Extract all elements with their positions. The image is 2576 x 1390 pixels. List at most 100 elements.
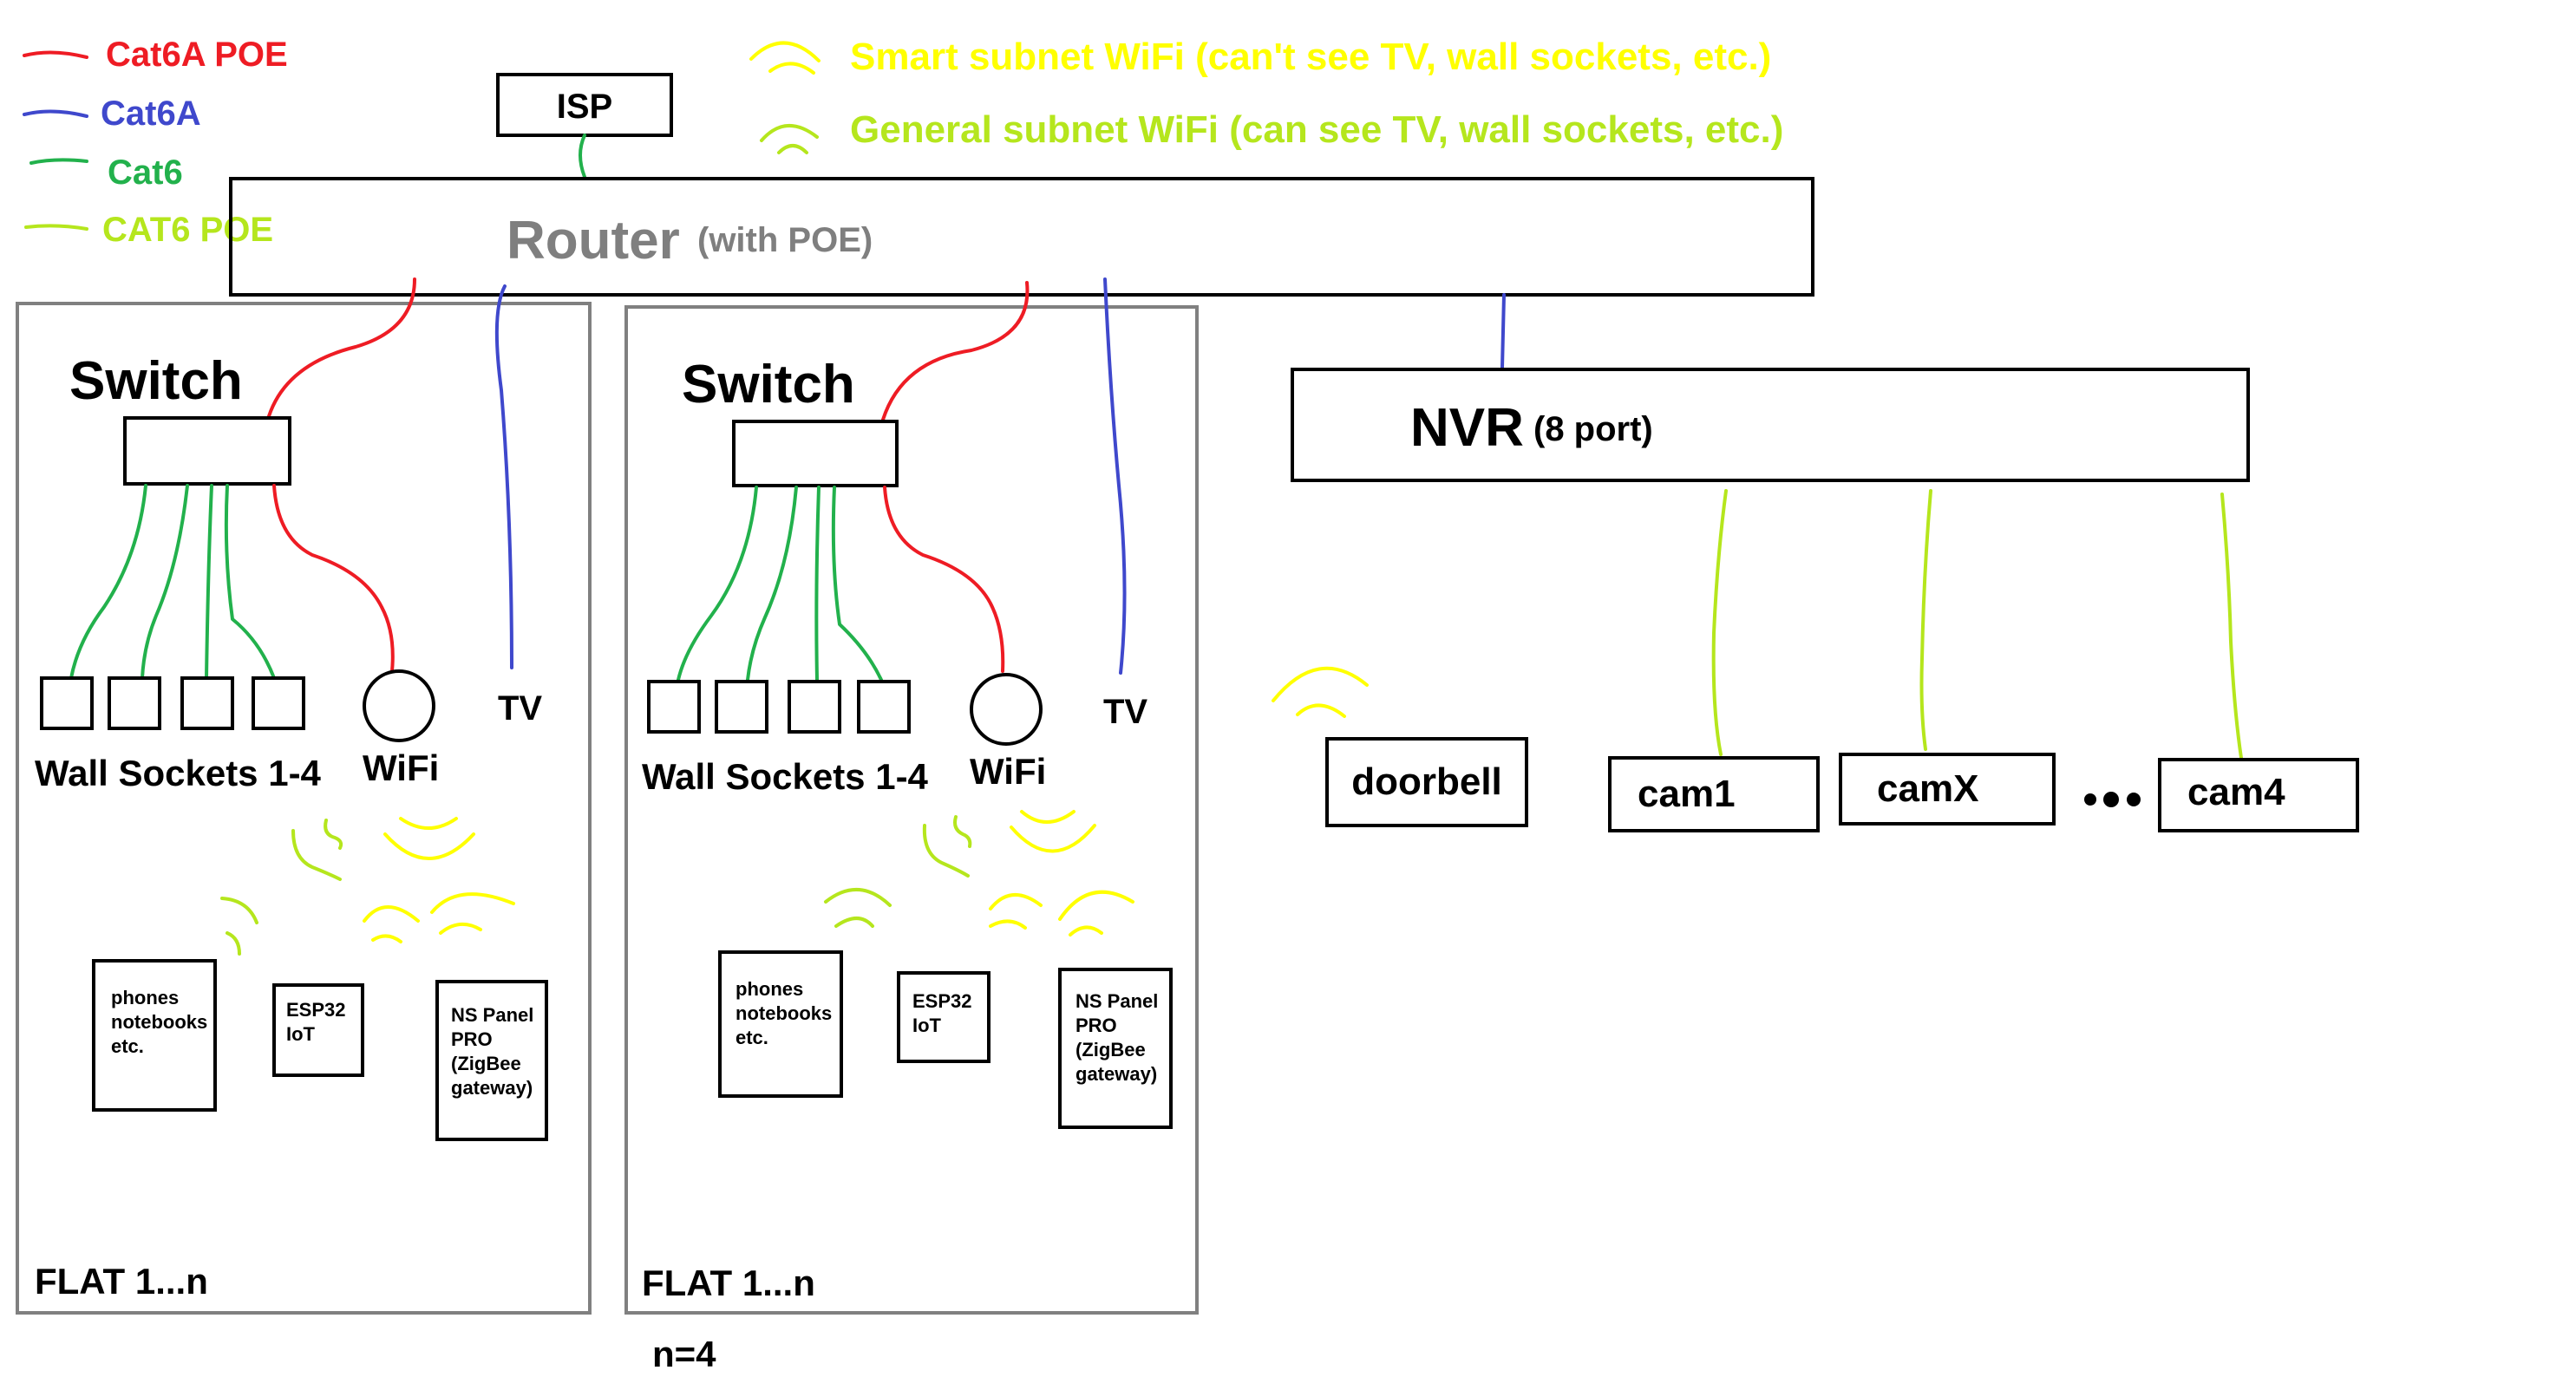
- legend-line-cat6a: [23, 109, 88, 118]
- switch-wifi-cable-2: [883, 486, 1005, 673]
- nvr-sub-label: (8 port): [1533, 410, 1653, 448]
- device-text-phones-1-line2: notebooks: [111, 1011, 207, 1033]
- tv-label-1: TV: [498, 689, 542, 728]
- device-box-phones-1: [92, 959, 217, 1112]
- device-text-nspanel-1-line3: (ZigBee: [451, 1053, 521, 1074]
- device-text-phones-1-line1: phones: [111, 987, 179, 1008]
- cam1-label: cam1: [1638, 773, 1736, 815]
- wifi-signal-icons-1: [220, 817, 515, 956]
- router-tv-cable-2: [1103, 277, 1127, 675]
- device-text-phones-2-line3: etc.: [736, 1027, 768, 1048]
- device-text-nspanel-1-line1: NS Panel: [451, 1004, 533, 1026]
- camx-label: camX: [1877, 767, 1978, 810]
- wall-socket-1-1: [40, 676, 94, 730]
- nvr-cam4-cable: [2220, 493, 2243, 760]
- flat-title-2: FLAT 1...n: [642, 1263, 815, 1303]
- switch-box-1: [123, 416, 291, 486]
- flat-2-frame: [624, 305, 1199, 1315]
- cat6-cable-2d: [831, 486, 883, 682]
- wifi-label-1: WiFi: [363, 747, 439, 788]
- n-label: n=4: [652, 1334, 716, 1374]
- device-text-nspanel-2-line1: NS Panel: [1076, 990, 1158, 1012]
- device-text-esp32-1-line2: IoT: [286, 1023, 316, 1045]
- isp-router-cable: [579, 134, 586, 179]
- cat6-cable-1b: [141, 484, 189, 680]
- cat6-cable-1a: [69, 484, 147, 680]
- doorbell-wifi-icon: [1272, 666, 1369, 718]
- router-box: [229, 177, 1814, 297]
- cat6-cable-2b: [746, 486, 798, 682]
- device-text-esp32-2-line1: ESP32: [912, 990, 972, 1012]
- router-tv-cable-1: [494, 284, 513, 669]
- wifi-legend-general-label: General subnet WiFi (can see TV, wall so…: [850, 108, 1783, 151]
- device-box-phones-2: [718, 950, 843, 1098]
- flat-title-1: FLAT 1...n: [35, 1261, 208, 1302]
- sockets-label-1: Wall Sockets 1-4: [35, 753, 322, 793]
- cat6-cable-1c: [205, 484, 213, 680]
- device-text-nspanel-1-line2: PRO: [451, 1028, 493, 1050]
- wifi-legend-smart-label: Smart subnet WiFi (can't see TV, wall so…: [850, 36, 1771, 78]
- device-box-esp32-1: [272, 983, 364, 1077]
- cat6-cable-2a: [677, 486, 758, 682]
- flat-1: Switch TV Wall Sockets 1-4 WiFi phones n: [16, 277, 592, 1315]
- nvr-camx-cable: [1919, 489, 1932, 751]
- router-nvr-cable: [1500, 293, 1506, 369]
- router-switch-cable-1: [267, 277, 416, 418]
- cam1-box: [1608, 756, 1820, 832]
- wifi-signal-icons-2: [824, 810, 1134, 936]
- flat-2: Switch TV Wall Sockets 1-4 WiFi phones n: [624, 277, 1199, 1315]
- device-text-phones-2-line1: phones: [736, 978, 803, 1000]
- flat-1-frame: [16, 302, 592, 1315]
- legend-line-cat6: [29, 158, 88, 165]
- device-box-nspanel-2: [1058, 968, 1173, 1129]
- device-text-esp32-1-line1: ESP32: [286, 999, 346, 1021]
- device-text-nspanel-2-line3: (ZigBee: [1076, 1039, 1146, 1060]
- legend-label-cat6a-poe: Cat6A POE: [106, 36, 288, 74]
- router-switch-cable-2: [881, 281, 1030, 421]
- device-box-esp32-2: [897, 971, 991, 1063]
- cam4-box: [2158, 758, 2359, 832]
- legend-line-cat6a-poe: [23, 50, 88, 59]
- wall-socket-1-4: [252, 676, 305, 730]
- smart-wifi-legend-icon: [749, 41, 821, 75]
- cat6-cable-2c: [814, 486, 821, 682]
- switch-label-1: Switch: [69, 351, 243, 411]
- wifi-ap-1: [363, 669, 435, 742]
- wall-socket-2-4: [857, 680, 911, 734]
- cam4-label: cam4: [2187, 771, 2285, 813]
- legend-label-cat6a: Cat6A: [101, 95, 201, 133]
- camx-box: [1839, 753, 2056, 826]
- legend-label-cat6: Cat6: [108, 153, 183, 192]
- wall-socket-1-3: [180, 676, 234, 730]
- router-sub-label: (with POE): [697, 221, 873, 259]
- isp-label: ISP: [557, 88, 612, 126]
- device-text-nspanel-2-line4: gateway): [1076, 1063, 1157, 1085]
- legend-line-cat6-poe: [24, 224, 88, 231]
- device-box-nspanel-1: [435, 980, 548, 1141]
- wall-socket-2-3: [788, 680, 841, 734]
- legend-label-cat6-poe: CAT6 POE: [102, 211, 273, 249]
- wifi-legend: Smart subnet WiFi (can't see TV, wall so…: [749, 36, 1783, 154]
- wall-socket-2-1: [647, 680, 701, 734]
- cable-legend: Cat6A POE Cat6A Cat6 CAT6 POE: [23, 36, 288, 249]
- device-text-phones-1-line3: etc.: [111, 1035, 144, 1057]
- wall-socket-2-2: [715, 680, 768, 734]
- wall-socket-1-2: [108, 676, 161, 730]
- sockets-label-2: Wall Sockets 1-4: [642, 756, 929, 797]
- device-text-nspanel-2-line2: PRO: [1076, 1015, 1117, 1036]
- wifi-label-2: WiFi: [970, 751, 1046, 792]
- ellipsis-dots: [2084, 792, 2141, 807]
- doorbell-box: [1325, 737, 1528, 827]
- switch-box-2: [732, 420, 899, 487]
- nvr-box: [1291, 368, 2250, 482]
- tv-label-2: TV: [1103, 693, 1147, 731]
- doorbell-label: doorbell: [1351, 760, 1502, 803]
- device-text-phones-2-line2: notebooks: [736, 1002, 832, 1024]
- nvr-label: NVR: [1410, 398, 1524, 458]
- router-label: Router: [507, 211, 680, 271]
- switch-label-2: Switch: [682, 355, 855, 414]
- general-wifi-legend-icon: [760, 123, 819, 154]
- cat6-cable-1d: [224, 484, 276, 680]
- wifi-ap-2: [970, 673, 1043, 746]
